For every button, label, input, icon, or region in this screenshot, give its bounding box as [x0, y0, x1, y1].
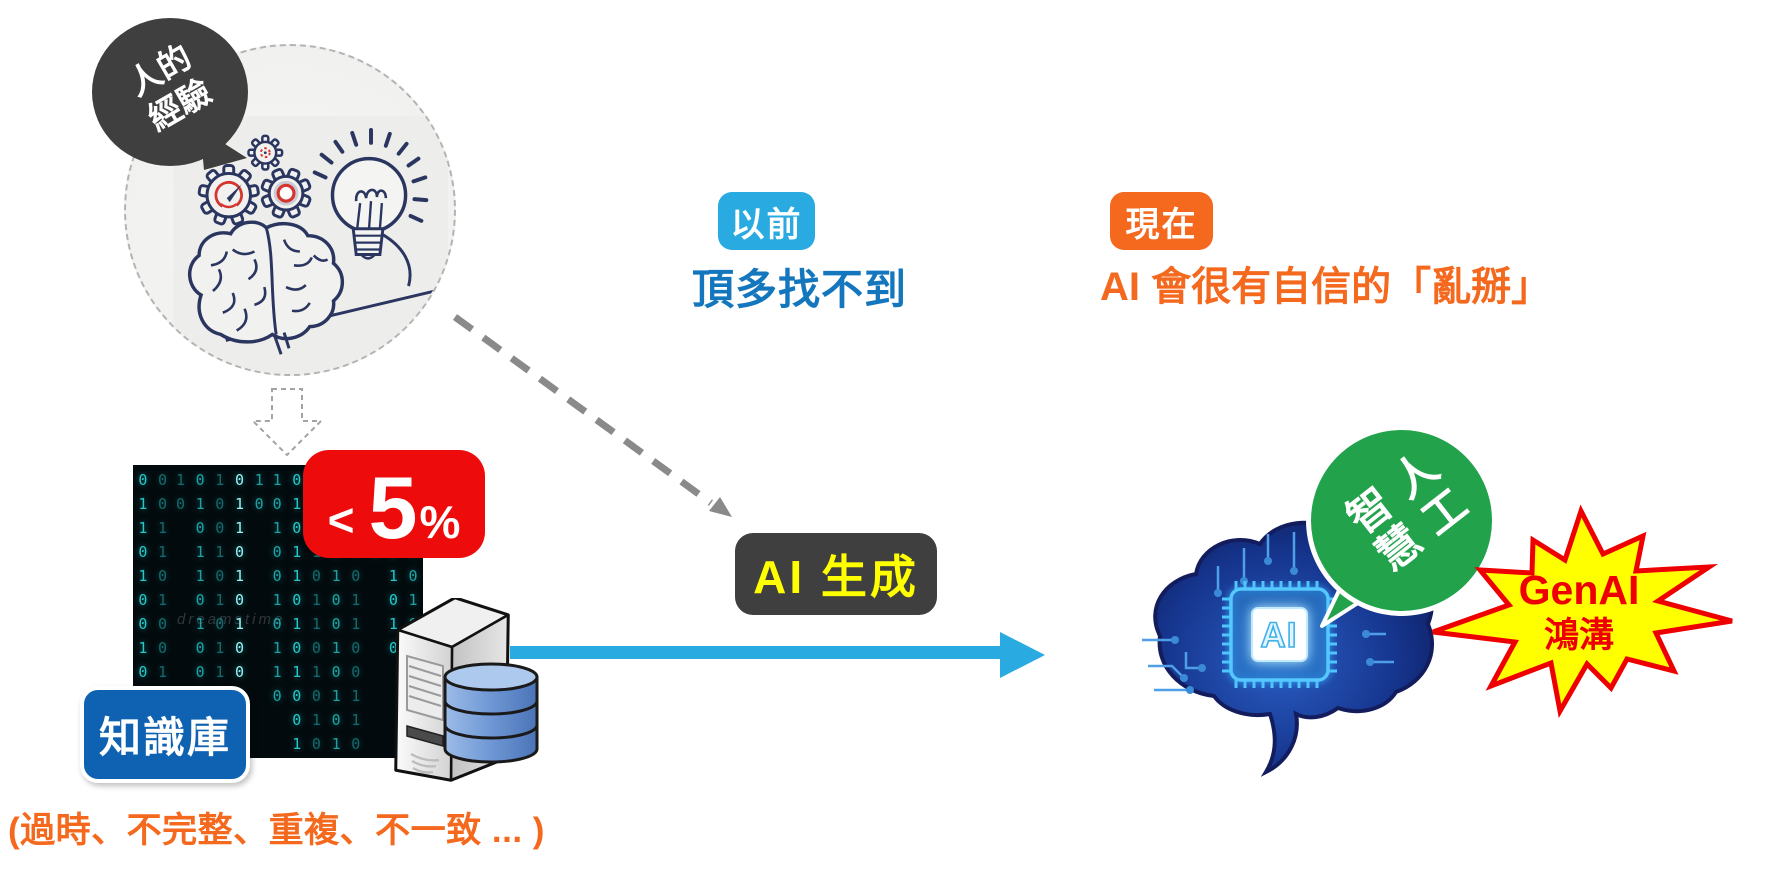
matrix-column: 1001010110100	[210, 471, 229, 752]
percent-sign: %	[419, 496, 461, 548]
less-than-sign: <	[327, 494, 355, 546]
ring-gear-icon	[260, 167, 312, 219]
matrix-column: 0101101010011	[287, 471, 306, 752]
experience-bubble: 人的 經驗	[92, 18, 248, 166]
database-icon	[443, 662, 539, 764]
ai-generate-badge: AI 生成	[735, 533, 937, 615]
percent-value: 5	[368, 458, 418, 557]
chip-ai-label: AI	[1261, 616, 1298, 655]
knowledge-base-badge: 知識庫	[80, 686, 250, 783]
starburst-shape	[1432, 504, 1733, 719]
flow-arrow-icon	[510, 632, 1045, 678]
knowledge-base-label: 知識庫	[98, 714, 231, 761]
brain-sketch-icon	[187, 220, 345, 355]
coverage-badge: < 5 %	[303, 450, 485, 558]
before-badge: 以前	[718, 192, 815, 250]
down-dashed-arrow-icon	[250, 388, 324, 457]
matrix-column: 0110101001101	[230, 471, 249, 752]
now-badge-label: 現在	[1125, 205, 1198, 244]
genai-gap-burst: GenAI 鴻溝	[1432, 504, 1733, 719]
diagonal-dashed-arrow-icon	[452, 314, 732, 517]
circuit-traces	[1142, 532, 1394, 692]
before-description: 頂多找不到	[692, 266, 908, 313]
watermark-text: dreamstime	[177, 611, 286, 628]
ai-generate-label: AI 生成	[753, 551, 919, 603]
gauge-gear-icon	[197, 164, 260, 226]
lightbulb-icon	[312, 127, 429, 287]
knowledge-base-caption: (過時、不完整、重複、不一致 ... )	[8, 811, 545, 850]
burst-subtitle: 鴻溝	[1544, 616, 1614, 655]
now-description: AI 會很有自信的「亂掰」	[1100, 265, 1552, 309]
matrix-column: 10 0011010010	[153, 471, 190, 711]
green-speech-bubble	[1311, 430, 1492, 611]
before-badge-label: 以前	[730, 205, 803, 244]
burst-title: GenAI	[1519, 567, 1640, 613]
matrix-column: 0110100101101	[133, 471, 152, 752]
matrix-column: 0101101001011	[191, 471, 210, 752]
ai-chip-icon: AI	[1222, 581, 1337, 688]
now-badge: 現在	[1110, 192, 1213, 250]
matrix-column: 1010010110 10	[250, 471, 287, 711]
small-gear-icon	[247, 134, 284, 171]
